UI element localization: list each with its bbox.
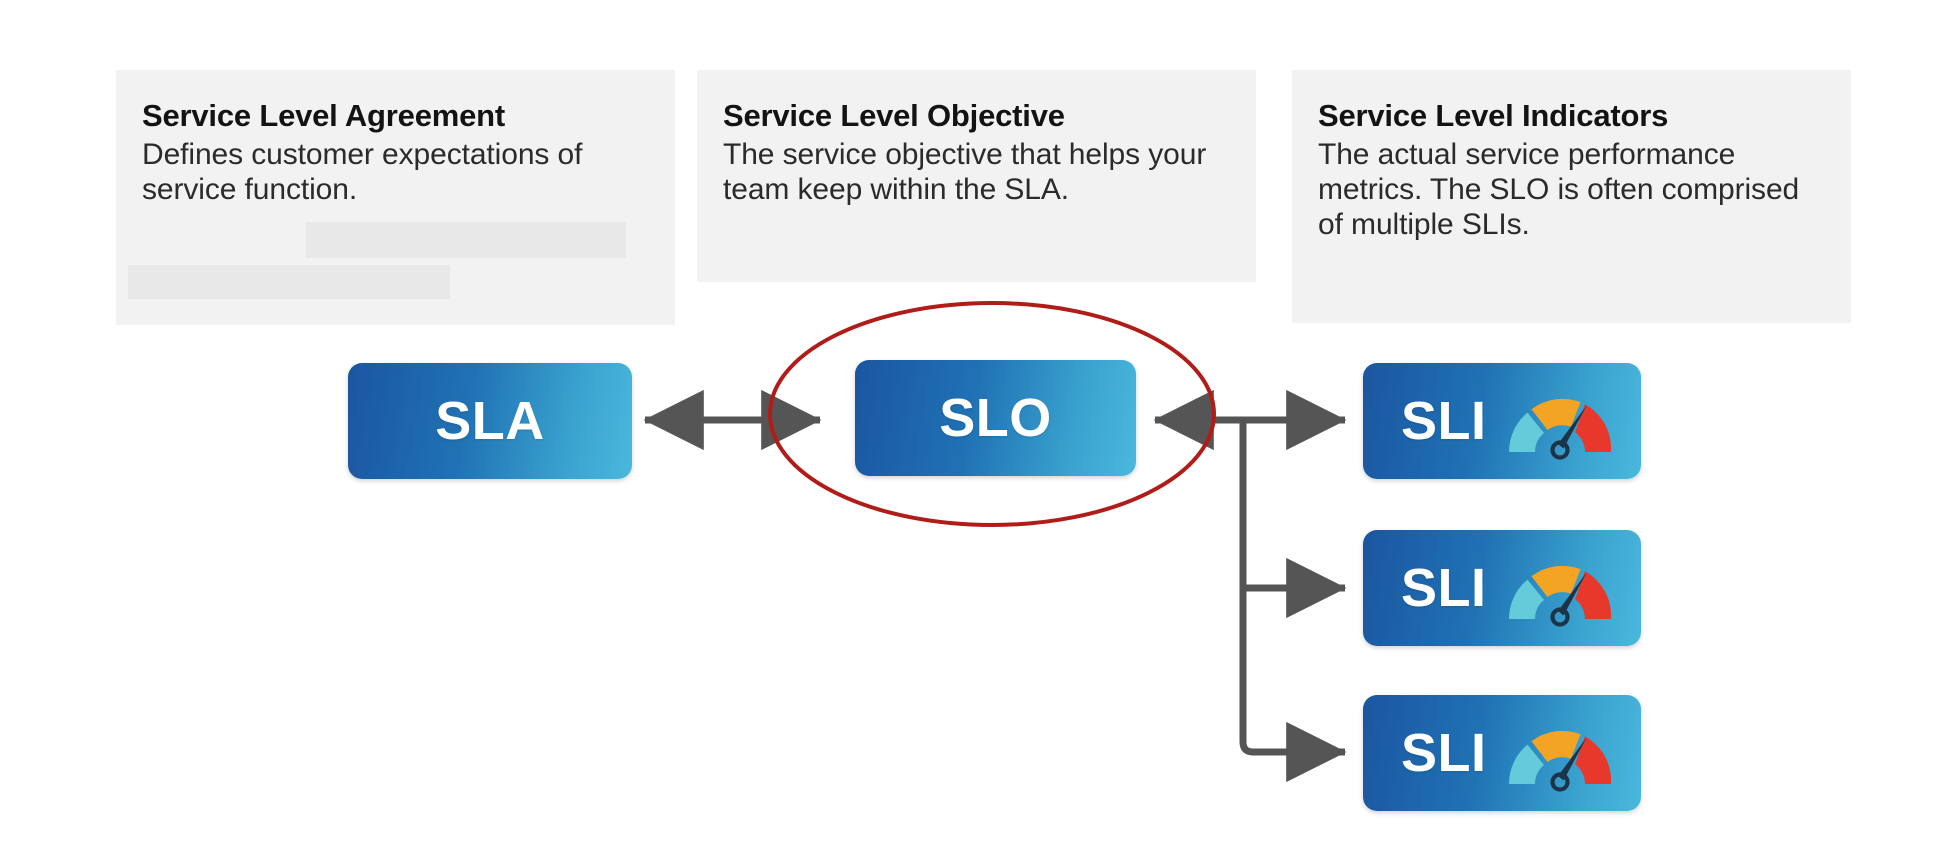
gauge-icon — [1508, 398, 1612, 460]
card-body: The actual service performance metrics. … — [1318, 137, 1800, 241]
card-title: Service Level Agreement — [142, 98, 505, 133]
badge-sli-2[interactable]: SLI — [1363, 530, 1641, 646]
card-title: Service Level Indicators — [1318, 98, 1669, 133]
card-title: Service Level Objective — [723, 98, 1065, 133]
badge-label: SLA — [435, 391, 545, 451]
gauge-icon — [1508, 565, 1612, 627]
card-service-level-indicators: Service Level Indicators The actual serv… — [1292, 70, 1851, 323]
badge-sla[interactable]: SLA — [348, 363, 632, 479]
redacted-block — [306, 222, 626, 258]
redacted-block — [128, 265, 450, 299]
card-service-level-objective: Service Level Objective The service obje… — [697, 70, 1256, 282]
connector-branch-trunk — [1155, 416, 1290, 756]
card-body: The service objective that helps your te… — [723, 137, 1207, 206]
gauge-icon — [1508, 730, 1612, 792]
badge-sli-3[interactable]: SLI — [1363, 695, 1641, 811]
badge-label: SLI — [1401, 723, 1487, 783]
badge-label: SLI — [1401, 391, 1487, 451]
badge-label: SLI — [1401, 558, 1487, 618]
badge-slo[interactable]: SLO — [855, 360, 1136, 476]
badge-sli-1[interactable]: SLI — [1363, 363, 1641, 479]
card-body: Defines customer expectations of service… — [142, 137, 583, 206]
badge-label: SLO — [939, 388, 1052, 448]
card-service-level-agreement: Service Level Agreement Defines customer… — [116, 70, 675, 325]
